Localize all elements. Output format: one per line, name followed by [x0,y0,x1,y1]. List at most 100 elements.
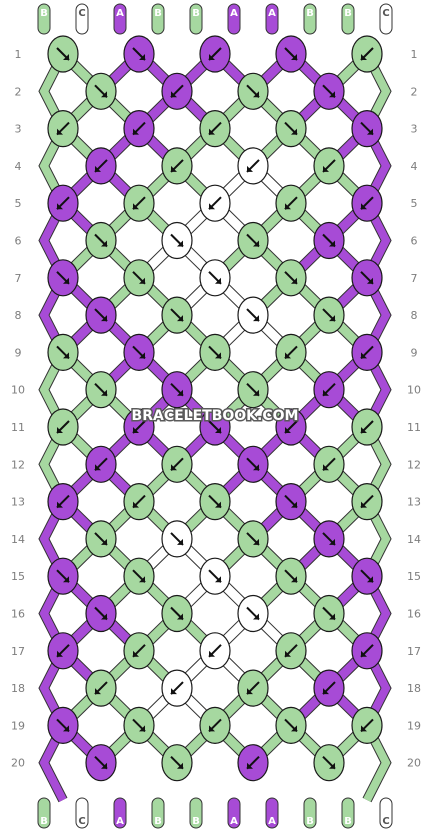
top-strand-end [189,3,203,35]
row-number-left: 3 [15,123,22,136]
top-strand-end [113,3,127,35]
row-number-left: 12 [11,458,25,471]
row-number-right: 1 [411,48,418,61]
arrow-head-icon [253,613,259,620]
arrow-head-icon [63,54,69,60]
row-number-right: 18 [407,682,421,695]
arrow-head-icon [361,725,367,732]
arrow-head-icon [101,91,107,98]
arrow-head-icon [171,165,177,172]
row-number-left: 11 [11,421,25,434]
arrow-head-icon [57,650,63,657]
row-number-right: 11 [407,421,421,434]
arrow-head-icon [139,576,145,583]
arrow-head-icon [247,688,253,695]
arrow-head-icon [177,240,183,247]
arrow-head-icon [57,128,63,135]
row-number-right: 4 [411,160,418,173]
arrow-head-icon [367,277,373,284]
top-strand-label: B [344,8,352,19]
arrow-head-icon [209,650,215,657]
arrow-head-icon [361,54,367,60]
arrow-head-icon [133,650,139,657]
row-number-left: 14 [11,533,25,546]
arrow-head-icon [63,725,69,732]
arrow-head-icon [367,128,373,135]
arrow-head-icon [329,762,335,769]
arrow-head-icon [329,91,335,98]
arrow-head-icon [323,165,329,172]
row-number-right: 17 [407,645,421,658]
arrow-head-icon [323,464,329,471]
row-number-left: 19 [11,719,25,732]
top-strand-label: B [306,8,314,19]
arrow-head-icon [291,725,297,732]
row-number-left: 16 [11,608,25,621]
arrow-head-icon [139,54,145,60]
arrow-head-icon [101,762,107,769]
row-number-right: 13 [407,496,421,509]
arrow-head-icon [57,501,63,508]
arrow-head-icon [95,464,101,471]
bottom-strand-end [265,797,279,829]
watermark-text: BRACELETBOOK.COM [132,408,299,424]
arrow-head-icon [209,128,215,135]
bottom-strand-end [37,797,51,829]
arrow-head-icon [139,725,145,732]
bottom-strand-end [303,797,317,829]
arrow-head-icon [329,240,335,247]
row-number-left: 6 [15,235,22,248]
arrow-head-icon [209,203,215,210]
row-number-left: 18 [11,682,25,695]
arrow-head-icon [63,576,69,583]
arrow-head-icon [101,389,107,396]
arrow-head-icon [133,501,139,508]
arrow-head-icon [361,352,367,359]
arrow-head-icon [171,464,177,471]
arrow-head-icon [63,277,69,284]
bottom-strand-label: B [306,816,314,827]
arrow-head-icon [57,203,63,210]
row-number-left: 17 [11,645,25,658]
bottom-strand-label: B [192,816,200,827]
row-number-left: 15 [11,570,25,583]
top-strand-label: A [268,8,276,19]
arrow-head-icon [323,389,329,396]
arrow-head-icon [285,427,291,433]
top-strand-label: C [382,8,389,19]
top-strand-end [303,3,317,35]
row-number-left: 4 [15,160,22,173]
bottom-strand-label: C [78,816,85,827]
arrow-head-icon [291,128,297,135]
arrow-head-icon [215,352,221,359]
top-strand-label: B [40,8,48,19]
arrow-head-icon [95,165,101,172]
row-number-right: 3 [411,123,418,136]
arrow-head-icon [291,576,297,583]
arrow-head-icon [285,203,291,210]
bottom-strand-label: B [40,816,48,827]
arrow-head-icon [177,613,183,620]
arrow-head-icon [323,688,329,695]
arrow-head-icon [253,464,259,471]
row-number-right: 19 [407,719,421,732]
bottom-strand-label: B [154,816,162,827]
arrow-head-icon [63,352,69,359]
row-number-right: 5 [411,197,418,210]
top-strand-end [265,3,279,35]
row-number-right: 7 [411,272,418,285]
top-strand-end [227,3,241,35]
top-strand-end [37,3,51,35]
arrow-head-icon [253,538,259,545]
top-strand-label: A [116,8,124,19]
row-number-left: 7 [15,272,22,285]
arrow-head-icon [285,650,291,657]
row-number-right: 8 [411,309,418,322]
arrow-head-icon [367,576,373,583]
arrow-head-icon [177,389,183,396]
arrow-head-icon [133,427,139,433]
bottom-strand-end [151,797,165,829]
bottom-strand-end [227,797,241,829]
